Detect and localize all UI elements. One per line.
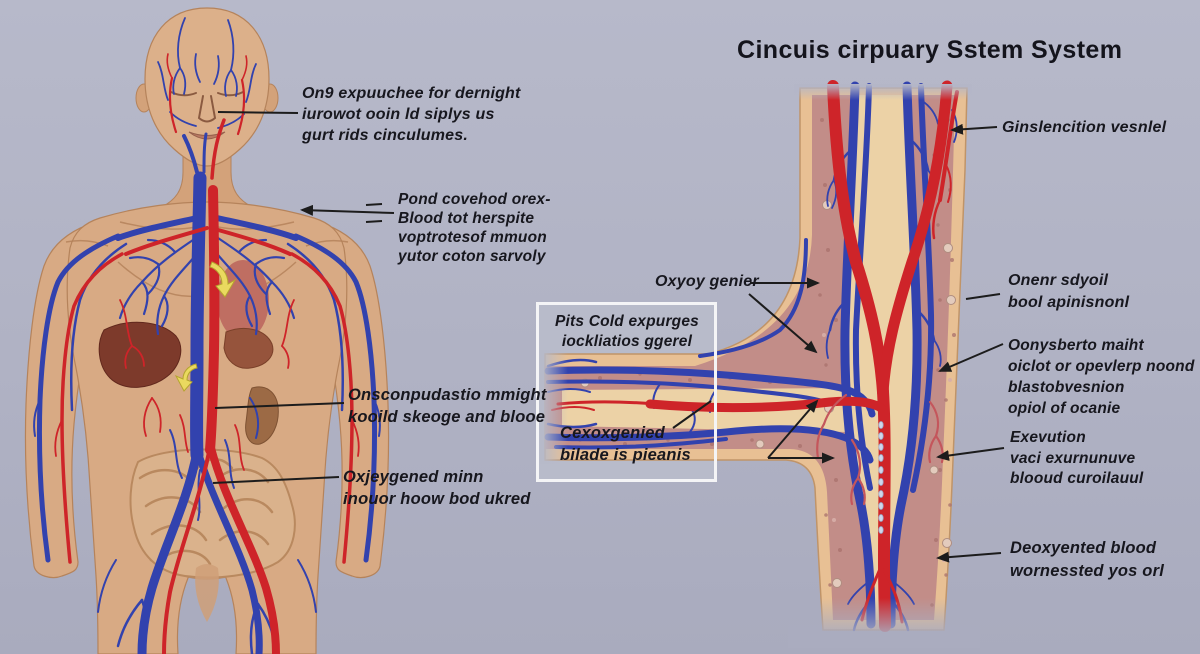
vessel-label-2: Onenr sdyoil bool apinisnonl: [1008, 272, 1130, 311]
vessel-label-4: Exevution vaci exurnunuve blooud curoila…: [1010, 429, 1144, 488]
inset-label-top: Pits Cold expurges iockliatios ggerel: [555, 313, 699, 351]
lumen-cell-string: [878, 421, 884, 534]
pancreas: [245, 386, 279, 445]
intestines: [129, 448, 296, 579]
body-label-4: Oxjeygened minn inouor hoow bod ukred: [343, 468, 531, 508]
vessel-label-3: Oonysberto maiht oiclot or opevlerp noon…: [1008, 337, 1195, 418]
body-label-3: Onsconpudastio mmight kooild skeoge and …: [348, 386, 547, 426]
artery-network: [54, 53, 360, 654]
vessel-label-5: Deoxyented blood wornessted yos orl: [1010, 539, 1164, 580]
diagram-title: Cincuis cirpuary Sstem System: [737, 36, 1123, 64]
body-label-2: Pond covehod orex- Blood tot herspite vo…: [398, 191, 551, 265]
body-label-1: On9 expuuchee for dernight iurowot ooin …: [302, 85, 521, 144]
leader-lines: [212, 111, 1005, 563]
mid-label-oxyoy: Oxyoy genier: [655, 273, 759, 290]
head: [144, 7, 270, 167]
inset-label-bottom: Cexoxgenied bilade is pieanis: [560, 424, 691, 464]
inset-magnifier-box-border: [536, 302, 717, 482]
yellow-arrow-icon: [174, 261, 237, 392]
vessel-arteries: [551, 80, 959, 632]
vein-network: [33, 17, 381, 654]
stomach: [223, 328, 274, 369]
vessel-label-1: Ginslencition vesnlel: [1002, 119, 1167, 136]
blood-vessel-cross-section: [540, 80, 980, 648]
liver: [98, 321, 182, 388]
